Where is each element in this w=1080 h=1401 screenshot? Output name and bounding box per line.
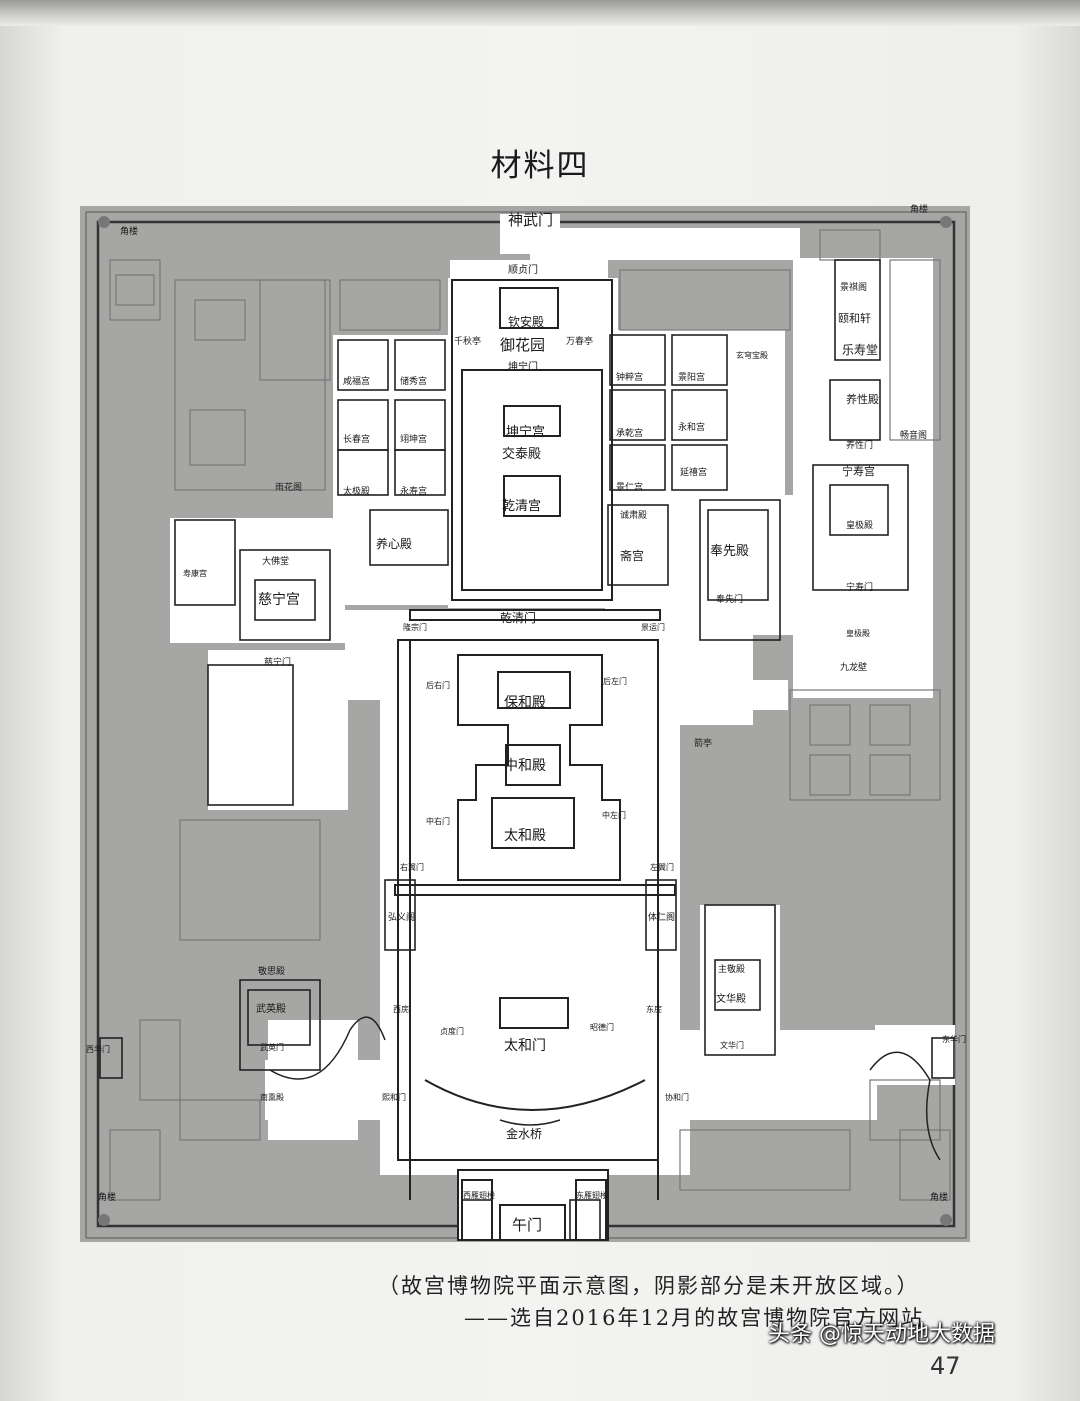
label-xianfugong: 咸福宫 (343, 375, 370, 387)
label-yangxindian: 养心殿 (376, 536, 412, 551)
label-jingyunmen: 景运门 (641, 622, 665, 632)
label-taihemen: 太和门 (504, 1038, 546, 1054)
corner-towers (98, 216, 952, 1226)
label-wenhuamen: 文华门 (720, 1040, 744, 1050)
label-youyimen: 右翼门 (400, 862, 424, 872)
label-xihuamen: 西华门 (86, 1044, 110, 1054)
label-donghuamen: 东华门 (942, 1034, 966, 1044)
label-xiechemen: 协和门 (665, 1092, 689, 1102)
label-qianqinggong: 乾清宫 (502, 499, 541, 514)
label-wenhuadian: 文华殿 (716, 992, 746, 1005)
label-donglou: 东庑 (646, 1004, 662, 1014)
label-nanxundian: 南熏殿 (260, 1092, 284, 1102)
label-dongyanchilou: 东雁翅楼 (576, 1190, 608, 1200)
label-zhongcuigong: 钟粹宫 (616, 371, 643, 383)
label-shoukanggong: 寿康宫 (183, 568, 207, 578)
label-jiaolou-sw: 角楼 (98, 1191, 116, 1203)
page-curl-shadow (0, 0, 1080, 26)
page-number: 47 (930, 1352, 961, 1380)
label-jingsidian: 敬思殿 (258, 965, 285, 977)
label-kunningmen: 坤宁门 (508, 360, 538, 373)
label-jingqige: 景祺阁 (840, 281, 867, 293)
label-yangxingmen: 养性门 (846, 439, 873, 451)
label-xuanqiongbaodian: 玄穹宝殿 (736, 350, 768, 360)
label-zuoyimen: 左翼门 (650, 862, 674, 872)
label-kunninggong: 坤宁宫 (506, 424, 545, 440)
open-areas (170, 214, 955, 1240)
label-houyoumen: 后右门 (426, 680, 450, 690)
label-jiaolou-se: 角楼 (930, 1191, 948, 1203)
label-fengxiandian: 奉先殿 (710, 544, 749, 559)
label-yikungong: 翊坤宫 (400, 433, 427, 445)
label-xilou: 西庑 (393, 1004, 409, 1014)
label-shunzhenmen: 顺贞门 (508, 263, 538, 276)
label-wuyingmen: 武英门 (260, 1042, 284, 1052)
label-jiulongbi: 九龙壁 (840, 661, 867, 673)
label-yuhuage: 雨花阁 (275, 481, 302, 493)
page-title: 材料四 (490, 148, 590, 184)
side-palace-blocks (99, 259, 955, 1241)
label-zhujingdian: 主敬殿 (718, 963, 745, 975)
label-zhongzuomen: 中左门 (602, 810, 626, 820)
label-shenwumen: 神武门 (508, 211, 553, 229)
label-dafotang: 大佛堂 (262, 555, 289, 567)
label-yanxigong: 延禧宫 (680, 466, 707, 478)
label-fengxianmen: 奉先门 (716, 593, 743, 605)
label-yihexuan: 颐和轩 (838, 311, 871, 325)
label-qianqingmen: 乾清门 (500, 610, 536, 625)
label-baohedian: 保和殿 (504, 695, 546, 711)
label-jingrengong: 景仁宫 (616, 481, 643, 493)
label-ciningmen: 慈宁门 (264, 656, 291, 668)
map-caption: （故宫博物院平面示意图，阴影部分是未开放区域。） (378, 1274, 920, 1298)
label-chuxiugong: 储秀宫 (400, 375, 427, 387)
label-xiyanchilou: 西雁翅楼 (463, 1190, 495, 1200)
label-cininggong: 慈宁宫 (258, 591, 300, 608)
label-yuhuayuan: 御花园 (500, 336, 545, 354)
label-yonghegong: 永和宫 (678, 421, 705, 433)
label-houzuomen: 后左门 (603, 676, 627, 686)
watermark-text: 头条 @惊天动地大数据 (768, 1322, 995, 1347)
label-chengqiangong: 承乾宫 (616, 427, 643, 439)
label-wuyingdian: 武英殿 (256, 1002, 286, 1015)
label-ningshougong: 宁寿宫 (842, 464, 875, 478)
waterways (269, 1016, 941, 1161)
label-zhaodemen: 昭德门 (590, 1022, 614, 1032)
label-zhongyoumen: 中右门 (426, 816, 450, 826)
label-zhendongmen: 贞度门 (440, 1026, 464, 1036)
label-zhaigong: 斋宫 (620, 548, 644, 563)
label-jiaolou-ne: 角楼 (910, 203, 928, 215)
label-longzongmen: 隆宗门 (403, 622, 427, 632)
forbidden-city-map: 神武门 角楼 角楼 角楼 角楼 顺贞门 钦安殿 御花园 千秋亭 万春亭 坤宁门 … (80, 203, 970, 1242)
label-chengjiadian: 诚肃殿 (620, 509, 647, 521)
label-taihedian: 太和殿 (504, 828, 546, 844)
map-labels: 神武门 角楼 角楼 角楼 角楼 顺贞门 钦安殿 御花园 千秋亭 万春亭 坤宁门 … (86, 203, 966, 1234)
label-tirenge: 体仁阁 (648, 911, 675, 923)
label-jiaolou-nw: 角楼 (120, 225, 138, 237)
label-yongshougong: 永寿宫 (400, 485, 427, 497)
label-jingyanggong: 景阳宫 (678, 371, 705, 383)
label-ningshoumen: 宁寿门 (846, 581, 873, 593)
label-jinshuiqiao: 金水桥 (506, 1126, 542, 1141)
label-huangjidian: 皇极殿 (846, 519, 873, 531)
label-changchungong: 长春宫 (343, 433, 370, 445)
label-hongyige: 弘义阁 (388, 911, 415, 923)
label-yangxingdian: 养性殿 (846, 392, 879, 406)
label-taijidian: 太极殿 (343, 485, 370, 497)
label-qianqiuting: 千秋亭 (454, 335, 481, 347)
label-changyinge: 畅音阁 (900, 429, 927, 441)
label-qinandian: 钦安殿 (508, 314, 544, 329)
label-wumen: 午门 (512, 1216, 542, 1234)
label-wanchunting: 万春亭 (566, 335, 593, 347)
label-jiaotaidian: 交泰殿 (502, 446, 541, 462)
label-huangjimen: 皇极殿 (846, 628, 870, 638)
map-source: ——选自2016年12月的故宫博物院官方网站 (464, 1306, 925, 1330)
label-xihemen: 熙和门 (382, 1092, 406, 1102)
label-leshoutang: 乐寿堂 (842, 343, 878, 357)
label-zhonghedian: 中和殿 (504, 758, 546, 774)
label-jianting: 箭亭 (694, 737, 712, 749)
